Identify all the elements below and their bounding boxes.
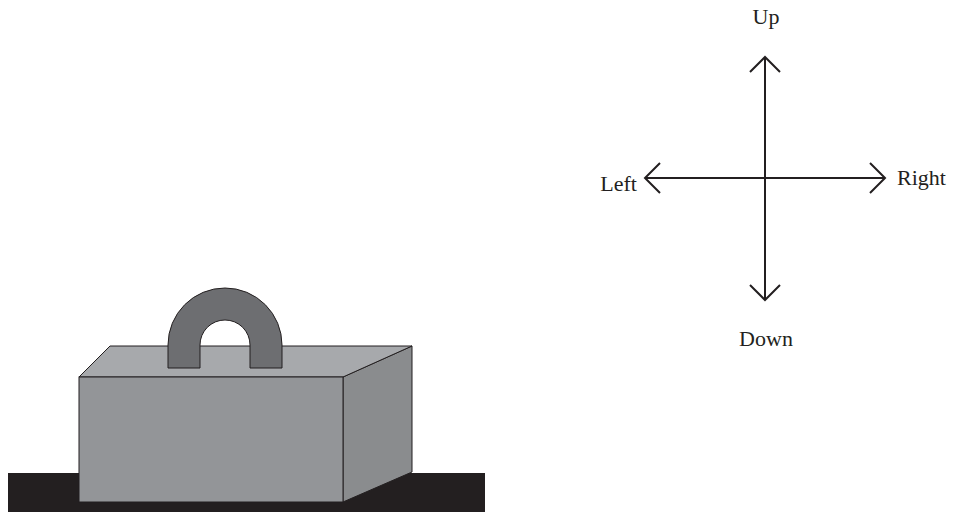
direction-label: Right — [897, 165, 946, 191]
case-front — [79, 377, 343, 502]
case-handle — [168, 288, 282, 368]
case-top — [79, 346, 412, 377]
direction-label: Left — [600, 171, 637, 197]
direction-label: Down — [739, 326, 793, 352]
direction-label: Up — [753, 4, 780, 30]
direction-arrows — [645, 57, 885, 300]
